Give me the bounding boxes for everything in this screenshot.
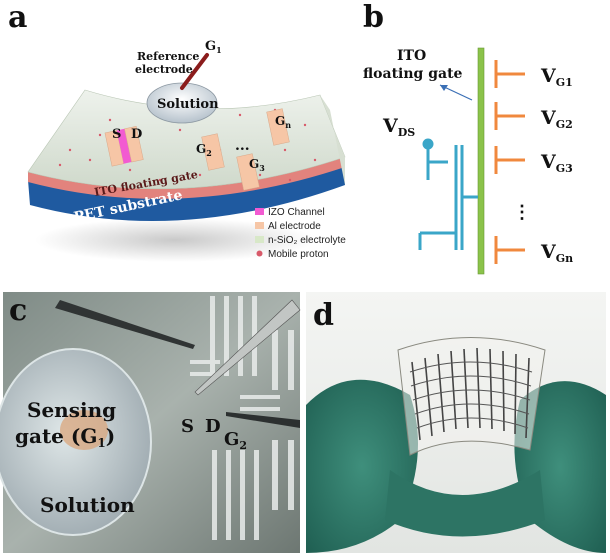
reference-label-line2: electrode: [135, 63, 193, 76]
photo-c-solution-label: Solution: [40, 493, 135, 517]
tft-symbol: [418, 138, 478, 250]
panel-a: a ITO floating gate PET substrate: [8, 0, 346, 262]
probe-left: [55, 300, 195, 349]
panel-b-label: b: [363, 0, 384, 35]
label-s: S: [112, 127, 121, 142]
photo-c-label-g2: G2: [224, 429, 247, 452]
source-drain-group: [104, 125, 144, 167]
label-vg2: VG2: [540, 107, 573, 131]
gate-g1: VG1: [494, 60, 573, 89]
panel-c-photo: c Sensing gate (G1) Solution S D G2: [0, 292, 301, 553]
gate-pad-g3: [236, 153, 260, 191]
solution-label: Solution: [157, 97, 219, 112]
glove-bottom: [385, 470, 545, 537]
label-vg3: VG3: [540, 151, 573, 175]
label-g3: G3: [249, 157, 265, 173]
izo-channel: [116, 128, 132, 164]
panel-b: b ITO floating gate VG1 VG2 VG3: [363, 0, 573, 275]
flexible-film: [397, 337, 546, 456]
sensing-label-line1: Sensing: [27, 398, 116, 422]
label-g2: G2: [196, 142, 212, 158]
legend-swatch-sio2: [255, 236, 264, 243]
panel-a-label: a: [8, 0, 27, 35]
panel-d-label: d: [313, 298, 334, 333]
sensing-pad: [60, 410, 108, 450]
label-vg1: VG1: [540, 65, 573, 89]
legend-swatch-al: [255, 222, 264, 229]
gate-ellipsis: ...: [235, 138, 250, 154]
photo-c-label-d: D: [205, 416, 221, 437]
ito-title-line2: floating gate: [363, 66, 463, 82]
gate-g2: VG2: [494, 102, 573, 131]
ito-floating-gate-layer: [28, 157, 345, 199]
legend-swatch-proton: [256, 250, 263, 257]
legend-label-sio2: n-SiO₂ electrolyte: [268, 235, 346, 246]
gate-g3: VG3: [494, 146, 573, 175]
reference-label-line1: Reference: [137, 50, 199, 63]
ito-pointer-head: [440, 85, 448, 91]
legend-label-al: Al electrode: [268, 221, 321, 232]
legend: IZO Channel Al electrode n-SiO₂ electrol…: [255, 207, 346, 260]
label-vds: VDS: [382, 115, 415, 139]
legend-label-proton: Mobile proton: [268, 249, 329, 260]
device-shadow: [35, 218, 315, 262]
solution-droplet: [146, 82, 218, 124]
drain-electrode: [124, 125, 144, 163]
pet-substrate-layer: [28, 165, 345, 221]
ito-title-line1: ITO: [397, 48, 426, 64]
legend-swatch-izo: [255, 208, 264, 215]
photo-c-label-s: S: [181, 416, 194, 437]
gate-vertical-ellipsis: ⋮: [513, 202, 531, 223]
label-g1: G1: [205, 39, 222, 55]
sensing-label-line2: gate (G1): [15, 424, 115, 450]
gate-pad-gn: [266, 108, 290, 146]
probe-gate: [226, 412, 300, 428]
label-vgn: VGn: [540, 241, 573, 265]
legend-label-izo: IZO Channel: [268, 207, 325, 218]
panel-c-label: c: [9, 293, 27, 328]
label-d: D: [131, 127, 142, 142]
panel-d-photo: d: [306, 292, 606, 553]
probe-right: [194, 299, 301, 396]
electrode-array-rows: [409, 361, 533, 429]
gate-pad-g2: [201, 133, 225, 171]
ito-rail: [477, 47, 485, 275]
label-gn: Gn: [275, 114, 291, 130]
reference-electrode: [180, 53, 209, 90]
gate-gn: VGn: [494, 236, 573, 265]
